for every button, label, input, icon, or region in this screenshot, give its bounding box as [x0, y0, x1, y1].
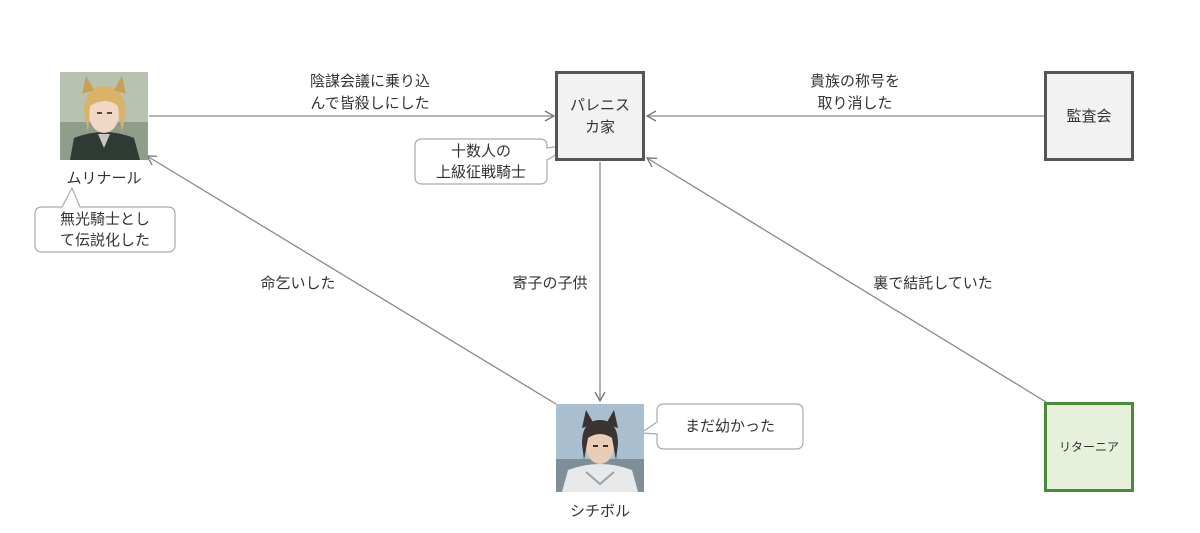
parenis-label: パレニス カ家 — [570, 94, 630, 138]
ritania-node: リターニア — [1044, 402, 1134, 492]
parenis-label-line2: カ家 — [584, 118, 615, 136]
callout-sichipol-line1: まだ幼かった — [684, 417, 775, 435]
callout-murinar-text: 無光騎士とし て伝説化した — [35, 209, 175, 251]
edge-label-kansakai-parenis-line2: 取り消した — [817, 94, 893, 112]
edge-ritania-to-parenis — [645, 157, 1047, 403]
callout-sichipol-text: まだ幼かった — [657, 416, 803, 437]
edge-sichipol-to-murinar — [145, 155, 557, 405]
callout-bubble-murinar — [34, 186, 176, 253]
callout-murinar-line2: て伝説化した — [59, 231, 150, 249]
edge-label-parenis-sichipol: 寄子の子供 — [512, 274, 588, 292]
callout-parenis-line1: 十数人の — [450, 142, 511, 160]
callout-parenis-text: 十数人の 上級征戦騎士 — [415, 141, 547, 183]
callout-parenis-line2: 上級征戦騎士 — [435, 163, 526, 181]
parenis-node: パレニス カ家 — [555, 71, 645, 161]
edge-label-sichipol-murinar: 命乞いした — [260, 274, 336, 292]
sichipol-portrait-art — [556, 404, 644, 492]
parenis-label-line1: パレニス — [569, 96, 630, 114]
edge-label-murinar-parenis-line2: んで皆殺しにした — [310, 94, 430, 112]
edge-label-kansakai-parenis-line1: 貴族の称号を — [809, 72, 900, 90]
callout-bubble-parenis — [414, 138, 576, 185]
ritania-label: リターニア — [1058, 440, 1119, 454]
kansakai-node: 監査会 — [1044, 71, 1134, 161]
callout-murinar-line1: 無光騎士とし — [59, 210, 150, 228]
edge-label-ritania-parenis: 裏で結託していた — [873, 274, 993, 292]
edge-label-murinar-parenis: 陰謀会議に乗り込 んで皆殺しにした — [280, 70, 460, 114]
sichipol-portrait — [556, 404, 644, 492]
edge-label-murinar-parenis-line1: 陰謀会議に乗り込 — [309, 72, 430, 90]
callout-bubble-sichipol — [639, 403, 804, 450]
murinar-name: ムリナール — [66, 169, 142, 187]
murinar-portrait-art — [60, 72, 148, 160]
edge-label-kansakai-parenis: 貴族の称号を 取り消した — [785, 70, 925, 114]
murinar-portrait — [60, 72, 148, 160]
sichipol-name: シチボル — [569, 502, 630, 520]
kansakai-label: 監査会 — [1066, 107, 1112, 125]
